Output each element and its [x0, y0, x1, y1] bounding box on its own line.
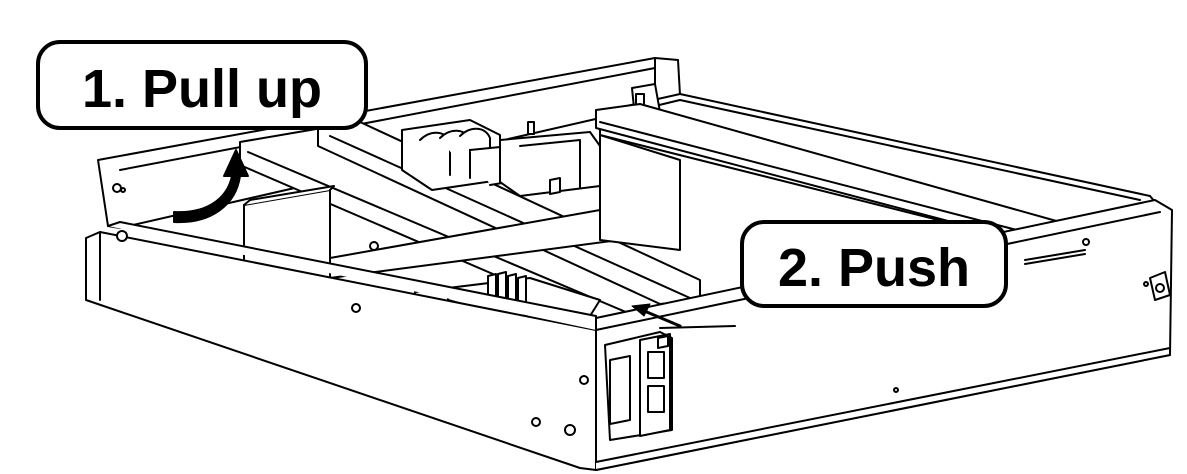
chassis-right-rail: [599, 83, 1161, 239]
chassis-front-right: [595, 199, 1173, 471]
front-latch: [604, 331, 673, 441]
callout-push: 2. Push: [740, 220, 1008, 308]
push-arrow-icon: [631, 303, 736, 329]
pull-up-arrow-icon: [173, 149, 249, 224]
callout-pull-up: 1. Pull up: [36, 40, 368, 130]
callout-push-label: 2. Push: [778, 238, 970, 298]
callout-pull-up-label: 1. Pull up: [82, 59, 322, 119]
transformer: [499, 121, 601, 197]
